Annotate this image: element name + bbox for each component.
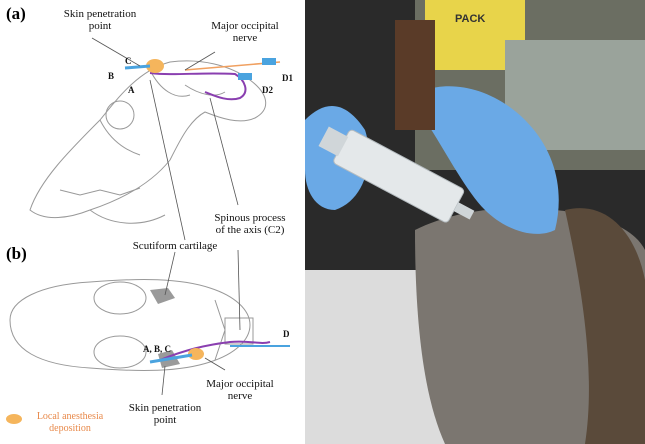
leader-spinous bbox=[209, 97, 239, 206]
skull-dorsal bbox=[9, 279, 254, 371]
procedure-photo: PACK bbox=[305, 0, 645, 444]
legend-swatch bbox=[6, 414, 22, 424]
legend-text: Local anesthesia deposition bbox=[36, 411, 104, 434]
dog-ear bbox=[565, 208, 645, 444]
needle-b-abc bbox=[149, 353, 193, 364]
needle-hub-d2 bbox=[238, 73, 252, 80]
point-d1-label: D1 bbox=[282, 73, 293, 83]
point-d-label: D bbox=[283, 329, 290, 339]
point-c-label: C bbox=[125, 56, 132, 66]
major-occipital-label-a: Major occipital nerve bbox=[211, 20, 279, 44]
point-b-label: B bbox=[108, 71, 115, 81]
leader-skin-a bbox=[91, 37, 141, 67]
point-a-label: A bbox=[128, 85, 135, 95]
anesthesia-deposit-a bbox=[146, 59, 164, 73]
box-label: PACK bbox=[455, 13, 485, 25]
skin-penetration-label-a: Skin penetration point bbox=[63, 8, 137, 32]
scutiform-label: Scutiform cartilage bbox=[132, 240, 218, 252]
leader-scut-b bbox=[164, 251, 176, 296]
photo-scene: PACK bbox=[305, 0, 645, 444]
right-gloved-hand bbox=[425, 86, 559, 234]
spinous-process-label: Spinous process of the axis (C2) bbox=[214, 212, 286, 236]
anatomy-drawings bbox=[9, 37, 290, 396]
diagram-panel: (a) Skin penetration point Major occipit… bbox=[0, 0, 305, 444]
point-abc-label: A, B, C bbox=[143, 344, 172, 354]
skull-lateral bbox=[29, 60, 267, 224]
leader-scutiform bbox=[149, 79, 186, 241]
anesthesia-deposit-b bbox=[188, 348, 204, 360]
skin-penetration-label-b: Skin penetration point bbox=[128, 402, 202, 426]
leader-nerve-b bbox=[204, 357, 226, 371]
needle-abc bbox=[124, 64, 151, 70]
leader-nerve-a bbox=[184, 51, 216, 71]
panel-b-tag: (b) bbox=[6, 244, 27, 263]
panel-a-tag: (a) bbox=[6, 4, 26, 23]
nerve-path-a bbox=[149, 72, 247, 101]
forearm bbox=[395, 20, 435, 130]
syringe bbox=[318, 126, 475, 223]
scutiform-shape bbox=[150, 288, 175, 304]
needle-hub-d1 bbox=[262, 58, 276, 65]
nerve-path-b bbox=[159, 340, 271, 361]
major-occipital-label-b: Major occipital nerve bbox=[206, 378, 274, 402]
leader-skin-b bbox=[161, 365, 166, 396]
leader-spin-b bbox=[237, 249, 241, 331]
point-d2-label: D2 bbox=[262, 85, 273, 95]
